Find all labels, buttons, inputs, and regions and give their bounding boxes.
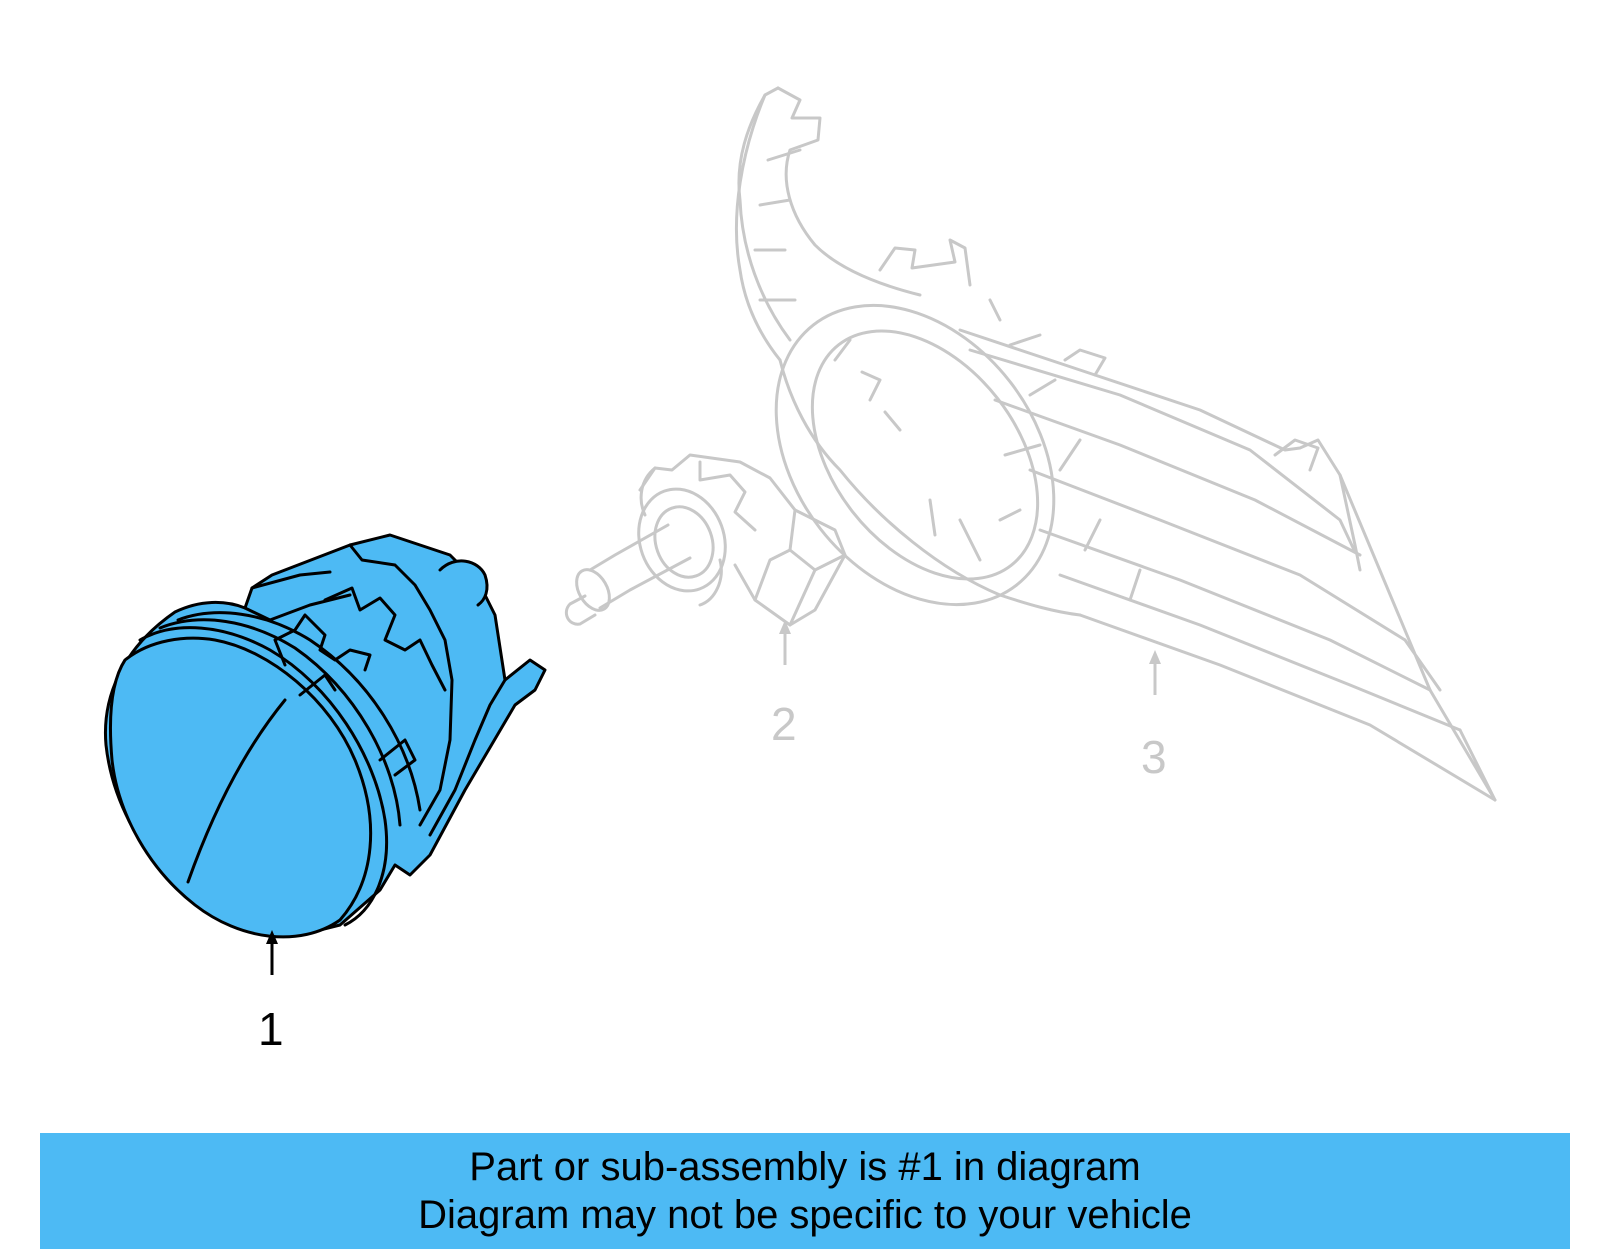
part-2-fog-lamp-bulb: [564, 453, 847, 627]
banner-line-1: Part or sub-assembly is #1 in diagram: [469, 1145, 1141, 1189]
callout-arrow-2: [779, 620, 791, 665]
callout-arrow-3: [1149, 650, 1161, 695]
info-banner: Part or sub-assembly is #1 in diagram Di…: [40, 1133, 1570, 1249]
part-1-fog-lamp-assembly: [103, 533, 547, 939]
callout-label-3: 3: [1141, 731, 1167, 783]
callout-arrow-1: [266, 930, 278, 975]
info-banner-background: [40, 1133, 1570, 1249]
callout-label-2: 2: [771, 698, 797, 750]
banner-line-2: Diagram may not be specific to your vehi…: [418, 1193, 1192, 1237]
part-3-fog-lamp-bezel: [734, 86, 1497, 802]
callout-label-1: 1: [258, 1003, 284, 1055]
